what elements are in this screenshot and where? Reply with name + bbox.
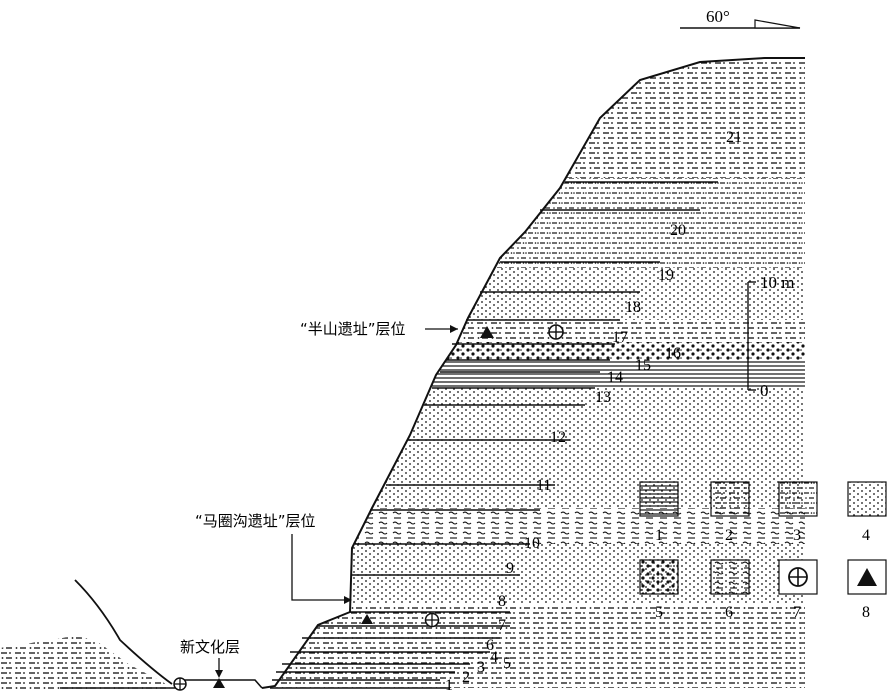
layer-number: 5 <box>503 655 511 672</box>
majiayao-horizon-label: “马圈沟遗址”层位 <box>195 512 316 530</box>
layer-number: 17 <box>612 329 628 346</box>
majiayao-horizon-markers <box>361 612 440 628</box>
layer-number: 1 <box>445 677 453 693</box>
left-slope-outline <box>74 579 173 685</box>
new-culture-layer-markers <box>173 677 225 691</box>
layer-number: 20 <box>670 222 686 239</box>
orientation-arrow-head <box>754 19 801 29</box>
triangle-icon <box>857 568 877 586</box>
circle-cross-icon <box>788 567 808 587</box>
legend-item-1: 1 <box>639 481 679 544</box>
legend-label: 8 <box>862 604 870 621</box>
banshan-horizon-label: “半山遗址”层位 <box>300 320 406 338</box>
layer-number: 9 <box>506 560 514 577</box>
layer-boundaries <box>272 181 718 681</box>
layer-number: 8 <box>498 593 506 610</box>
layer-number-labels: 1 2 3 4 5 6 7 8 9 10 11 12 13 14 15 16 1… <box>445 129 742 693</box>
site-annotations: “半山遗址”层位 “马圈沟遗址”层位 新文化层 <box>180 320 458 678</box>
legend-label: 1 <box>655 527 663 544</box>
layer-number: 15 <box>635 357 651 374</box>
layer-number: 16 <box>665 345 681 362</box>
legend-item-7: 7 <box>778 559 818 621</box>
legend-item-3: 3 <box>778 481 818 544</box>
circle-cross-symbol <box>548 324 564 340</box>
layer-number: 11 <box>536 477 551 494</box>
scale-bar-top-label: 10 m <box>760 273 794 292</box>
triangle-symbol <box>480 326 494 338</box>
majiayao-leader-arrowhead <box>344 596 352 604</box>
layer-number: 21 <box>726 129 742 146</box>
scale-bar-bottom-label: 0 <box>760 381 769 400</box>
orientation-label: 60° <box>706 7 730 26</box>
legend-item-6: 6 <box>710 559 750 621</box>
layer-number: 19 <box>658 267 674 284</box>
banshan-leader-arrowhead <box>450 325 458 333</box>
triangle-symbol <box>361 614 373 624</box>
legend-item-8: 8 <box>847 559 887 621</box>
banshan-horizon-markers <box>480 324 564 340</box>
scale-bar: 10 m 0 <box>747 273 794 400</box>
triangle-symbol <box>213 678 225 688</box>
layer-number: 3 <box>477 659 485 676</box>
new-culture-layer-label: 新文化层 <box>180 638 240 656</box>
legend-label: 5 <box>655 604 663 621</box>
legend: 1 2 3 4 5 6 7 <box>639 481 887 621</box>
circle-cross-symbol <box>173 677 187 691</box>
layer-number: 12 <box>550 429 566 446</box>
legend-label: 6 <box>725 604 733 621</box>
majiayao-leader <box>291 534 346 601</box>
legend-item-2: 2 <box>710 481 750 544</box>
legend-label: 7 <box>793 604 801 621</box>
layer-number: 2 <box>462 669 470 686</box>
legend-label: 2 <box>725 527 733 544</box>
legend-item-4: 4 <box>847 481 887 544</box>
circle-cross-symbol <box>424 612 440 628</box>
new-culture-leader-arrowhead <box>215 670 223 678</box>
left-terrace <box>0 579 263 691</box>
layer-number: 18 <box>625 299 641 316</box>
orientation-indicator: 60° <box>680 7 801 29</box>
layer-number: 6 <box>486 637 494 654</box>
legend-label: 4 <box>862 527 870 544</box>
layer-number: 10 <box>524 535 540 552</box>
legend-item-5: 5 <box>639 559 679 621</box>
legend-label: 3 <box>793 527 801 544</box>
layer-number: 4 <box>490 649 498 666</box>
layer-number: 7 <box>498 617 506 634</box>
layer-number: 14 <box>607 369 623 386</box>
layer-number: 13 <box>595 389 611 406</box>
